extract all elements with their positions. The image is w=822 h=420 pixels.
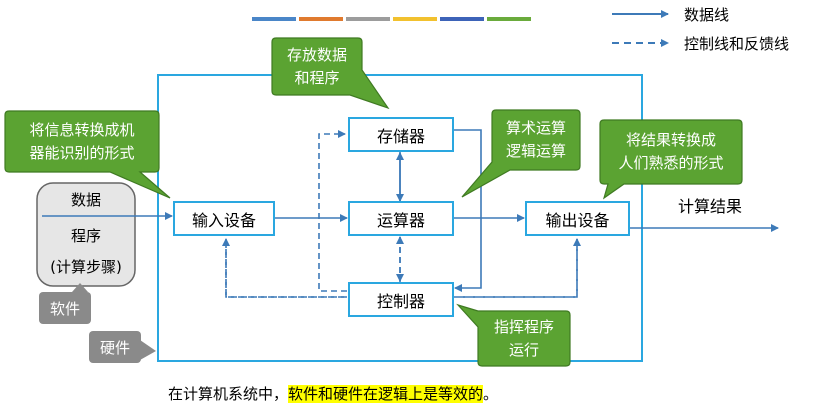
callout-output: 将结果转换成 人们熟悉的形式 [600, 123, 742, 181]
controller-label: 控制器 [376, 291, 425, 311]
software-data-text: 数据 [70, 191, 101, 209]
callout-memory-shape [271, 37, 390, 110]
hardware-label: 硬件 [89, 331, 141, 363]
title-bar-5 [440, 17, 484, 21]
arrow-input-to-controller [225, 239, 345, 298]
callout-alu-line-2: 逻辑运算 [505, 142, 566, 160]
output-device-label: 输出设备 [545, 210, 610, 230]
software-label: 软件 [39, 292, 91, 324]
callout-shapes [4, 37, 743, 367]
footer-suffix: 。 [483, 385, 499, 403]
alu-label: 运算器 [376, 210, 425, 230]
callout-controller-shape [456, 303, 571, 367]
callout-memory: 存放数据 和程序 [272, 41, 362, 93]
result-label: 计算结果 [678, 197, 743, 216]
callout-memory-line-2: 和程序 [294, 69, 340, 87]
legend-control-line-label: 控制线和反馈线 [684, 35, 790, 53]
callout-memory-line-1: 存放数据 [286, 46, 347, 64]
callout-input-line-1: 将信息转换成机 [29, 121, 135, 139]
memory-box: 存储器 [348, 117, 454, 152]
callout-input: 将信息转换成机 器能识别的形式 [5, 114, 159, 170]
callout-input-line-2: 器能识别的形式 [29, 144, 135, 162]
title-bar-6 [487, 17, 531, 21]
title-bar-1 [252, 17, 296, 21]
callout-alu-line-1: 算术运算 [505, 119, 566, 137]
title-bar-2 [299, 17, 343, 21]
control-lines [222, 130, 581, 298]
software-label-pointer [72, 283, 88, 292]
output-device-box: 输出设备 [525, 201, 630, 236]
title-bar-3 [346, 17, 390, 21]
software-program-text: 程序 [70, 227, 101, 245]
callout-alu-shape [461, 109, 581, 198]
alu-box: 运算器 [348, 201, 454, 236]
hardware-frame [157, 74, 643, 362]
callout-alu: 算术运算 逻辑运算 [492, 112, 580, 168]
software-steps-text: (计算步骤) [50, 258, 122, 276]
input-device-box: 输入设备 [173, 201, 275, 236]
callout-controller-line-2: 运行 [508, 340, 539, 359]
data-lines [42, 129, 779, 292]
callout-controller-line-1: 指挥程序 [493, 317, 554, 336]
title-bar-4 [393, 17, 437, 21]
arrow-memory-to-controller [453, 129, 482, 292]
callout-controller: 指挥程序 运行 [478, 313, 570, 364]
footer-note: 在计算机系统中，软件和硬件在逻辑上是等效的。 [168, 383, 498, 404]
input-device-label: 输入设备 [191, 210, 256, 230]
controller-box: 控制器 [348, 282, 454, 317]
legend-data-line-label: 数据线 [684, 6, 730, 24]
callout-input-shape [4, 110, 171, 199]
memory-label: 存储器 [376, 126, 425, 146]
title-color-bars [252, 17, 531, 21]
footer-prefix: 在计算机系统中， [168, 385, 289, 403]
footer-highlight: 软件和硬件在逻辑上是等效的 [288, 385, 484, 403]
software-box [36, 182, 136, 287]
arrow-controller-to-memory [318, 130, 347, 292]
hardware-label-pointer [140, 340, 156, 360]
callout-output-line-2: 人们熟悉的形式 [618, 154, 724, 172]
callout-output-line-1: 将结果转换成 [625, 131, 716, 149]
callout-output-shape [599, 119, 743, 200]
arrow-controller-to-input [222, 238, 347, 298]
